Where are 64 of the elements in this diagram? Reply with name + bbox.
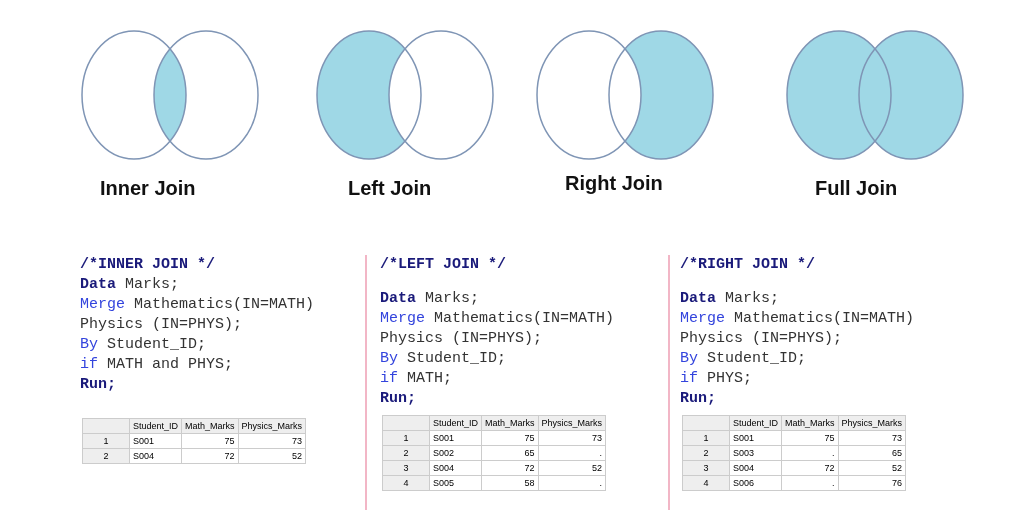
code-line: Physics (IN=PHYS); [380,329,543,349]
code-line: Data Marks; [680,289,780,309]
code-line: Data Marks; [80,275,180,295]
code-line: By Student_ID; [380,349,507,369]
table-cell: 75 [181,433,239,449]
table-cell: 65 [481,445,539,461]
code-line: Physics (IN=PHYS); [80,315,243,335]
table-cell: 52 [238,448,306,464]
table-cell: 75 [481,430,539,446]
table-cell: . [538,445,606,461]
table-cell: . [781,445,839,461]
table-cell: 58 [481,475,539,491]
table-cell: 72 [481,460,539,476]
table-cell: 65 [838,445,906,461]
code-line: /*INNER JOIN */ [80,255,216,275]
code-line: Run; [380,389,416,409]
table-cell: S004 [729,460,782,476]
code-line: Run; [80,375,116,395]
column-header: Student_ID [429,415,482,431]
table-cell: 73 [538,430,606,446]
table-cell: 52 [838,460,906,476]
table-cell: 52 [538,460,606,476]
table-cell: S004 [129,448,182,464]
table-cell: S003 [729,445,782,461]
table-cell: 72 [781,460,839,476]
code-line: Merge Mathematics(IN=MATH) [80,295,315,315]
table-cell: 72 [181,448,239,464]
column-header: Physics_Marks [238,418,306,434]
code-line: Data Marks; [380,289,480,309]
code-line: /*RIGHT JOIN */ [680,255,816,275]
column-header: Math_Marks [781,415,839,431]
table-cell: 75 [781,430,839,446]
table-cell: S001 [429,430,482,446]
code-line: By Student_ID; [680,349,807,369]
column-header: Physics_Marks [838,415,906,431]
table-cell: S001 [729,430,782,446]
venn-caption: Left Join [348,177,432,200]
code-line: By Student_ID; [80,335,207,355]
table-cell: S002 [429,445,482,461]
code-line: if PHYS; [680,369,753,389]
column-header: Student_ID [129,418,182,434]
column-header: Student_ID [729,415,782,431]
code-line: Merge Mathematics(IN=MATH) [380,309,615,329]
column-header: Physics_Marks [538,415,606,431]
table-cell: S005 [429,475,482,491]
venn-caption: Inner Join [100,177,196,200]
table-cell: S006 [729,475,782,491]
table-cell: 76 [838,475,906,491]
column-header: Math_Marks [181,418,239,434]
code-line: Run; [680,389,716,409]
venn-caption: Right Join [565,172,663,195]
code-line: if MATH; [380,369,453,389]
venn-caption: Full Join [815,177,898,200]
table-cell: . [538,475,606,491]
column-header: Math_Marks [481,415,539,431]
table-cell: . [781,475,839,491]
code-line: Physics (IN=PHYS); [680,329,843,349]
table-cell: 73 [238,433,306,449]
code-line: if MATH and PHYS; [80,355,234,375]
table-cell: S004 [429,460,482,476]
table-cell: 73 [838,430,906,446]
code-line: /*LEFT JOIN */ [380,255,507,275]
table-cell: S001 [129,433,182,449]
code-line: Merge Mathematics(IN=MATH) [680,309,915,329]
